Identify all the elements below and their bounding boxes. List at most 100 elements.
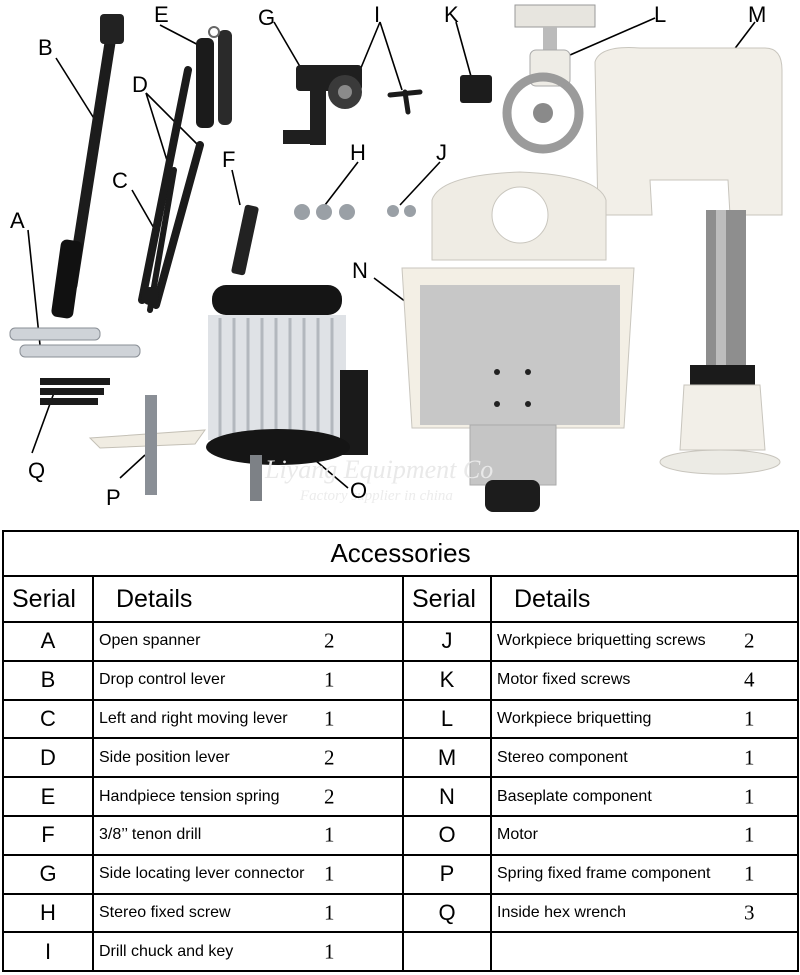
serial-cell-left: C	[2, 698, 94, 740]
detail-cell-left: Open spanner 2	[92, 621, 404, 662]
quantity-value: 1	[324, 822, 335, 847]
hex-wrenches-part	[40, 378, 110, 405]
details-header-left: Details	[92, 575, 404, 623]
detail-label: Left and right moving lever	[99, 709, 288, 727]
detail-label: Handpiece tension spring	[99, 787, 280, 805]
quantity-value: 2	[744, 628, 755, 653]
quantity-value: 1	[744, 784, 755, 809]
callout-h: H	[350, 140, 366, 165]
detail-label: Spring fixed frame component	[497, 865, 711, 883]
quantity-value: 1	[324, 667, 335, 692]
quantity-value: 1	[744, 861, 755, 886]
detail-label: Inside hex wrench	[497, 903, 626, 921]
detail-label: 3/8’’ tenon drill	[99, 826, 202, 844]
serial-cell-right: N	[402, 776, 492, 817]
side-connector-part	[283, 65, 362, 145]
callout-q: Q	[28, 458, 45, 483]
quantity-value: 2	[324, 628, 335, 653]
serial-cell-left: B	[2, 659, 94, 701]
detail-label: Stereo component	[497, 748, 628, 766]
detail-cell-left: Side position lever 2	[92, 737, 404, 779]
detail-cell-right: Inside hex wrench 3	[489, 892, 800, 934]
serial-cell-right: J	[402, 621, 492, 662]
fixed-screws-part	[294, 204, 416, 220]
open-spanners-part	[9, 327, 141, 358]
callout-m: M	[748, 2, 766, 27]
serial-cell-right	[402, 931, 492, 973]
callout-g: G	[258, 5, 275, 30]
stereo-component-part	[594, 47, 783, 475]
drop-control-lever-part	[51, 14, 124, 319]
table-row: I Drill chuck and key 1	[2, 931, 800, 973]
detail-label: Open spanner	[99, 632, 201, 650]
callout-k: K	[444, 2, 459, 27]
quantity-value: 3	[744, 900, 755, 925]
serial-cell-right: M	[402, 737, 492, 779]
callout-o: O	[350, 478, 367, 503]
table-header-row: Serial Details Serial Details	[2, 575, 800, 623]
callout-j: J	[436, 140, 447, 165]
serial-cell-left: D	[2, 737, 94, 779]
moving-levers-part	[138, 66, 204, 313]
callout-i: I	[374, 2, 380, 27]
motor-part	[206, 285, 368, 501]
serial-cell-left: I	[2, 931, 94, 973]
detail-cell-right	[489, 931, 800, 973]
detail-cell-left: Side locating lever connector 1	[92, 853, 404, 895]
details-header-right: Details	[489, 575, 800, 623]
accessories-table: Accessories Serial Details Serial Detail…	[1, 530, 800, 973]
serial-cell-left: E	[2, 776, 94, 817]
detail-label: Drill chuck and key	[99, 942, 234, 960]
detail-label: Motor fixed screws	[497, 671, 631, 689]
serial-cell-right: K	[402, 659, 492, 701]
detail-cell-left: Drop control lever 1	[92, 659, 404, 701]
detail-label: Side position lever	[99, 748, 230, 766]
detail-label: Workpiece briquetting screws	[497, 632, 706, 650]
callout-f: F	[222, 147, 235, 172]
quantity-value: 1	[324, 861, 335, 886]
baseplate-component-part	[401, 171, 635, 512]
tenon-drill-part	[231, 204, 259, 276]
serial-cell-right: L	[402, 698, 492, 740]
detail-cell-right: Workpiece briquetting 1	[489, 698, 800, 740]
detail-cell-left: 3/8’’ tenon drill 1	[92, 814, 404, 856]
detail-label: Stereo fixed screw	[99, 903, 231, 921]
callout-n: N	[352, 258, 368, 283]
detail-label: Motor	[497, 826, 538, 844]
detail-label: Drop control lever	[99, 671, 226, 689]
quantity-value: 2	[324, 745, 335, 770]
serial-header-left: Serial	[2, 575, 94, 623]
table-title-row: Accessories	[1, 530, 800, 577]
detail-cell-left: Drill chuck and key 1	[92, 931, 404, 973]
chuck-key-part	[387, 89, 423, 115]
tension-springs-part	[196, 26, 232, 128]
callout-d: D	[132, 72, 148, 97]
serial-cell-left: F	[2, 814, 94, 856]
detail-cell-left: Handpiece tension spring 2	[92, 776, 404, 817]
watermark-line-2: Factory supplier in china	[299, 488, 453, 504]
quantity-value: 1	[324, 939, 335, 964]
watermark-line-1: Liyang Equipment Co	[264, 455, 493, 484]
detail-label: Workpiece briquetting	[497, 709, 652, 727]
callout-l: L	[654, 2, 666, 27]
table-row: G Side locating lever connector 1 P Spring f…	[2, 853, 800, 895]
quantity-value: 1	[324, 706, 335, 731]
serial-cell-right: P	[402, 853, 492, 895]
quantity-value: 1	[744, 745, 755, 770]
callout-e: E	[154, 2, 169, 27]
serial-cell-left: G	[2, 853, 94, 895]
serial-cell-right: O	[402, 814, 492, 856]
parts-photo: Liyang Equipment Co Factory supplier in …	[9, 2, 783, 512]
detail-label: Side locating lever connector	[99, 865, 305, 883]
quantity-value: 2	[324, 784, 335, 809]
motor-screws-part	[460, 75, 492, 103]
workpiece-briquetting-part	[502, 4, 596, 154]
quantity-value: 1	[744, 706, 755, 731]
